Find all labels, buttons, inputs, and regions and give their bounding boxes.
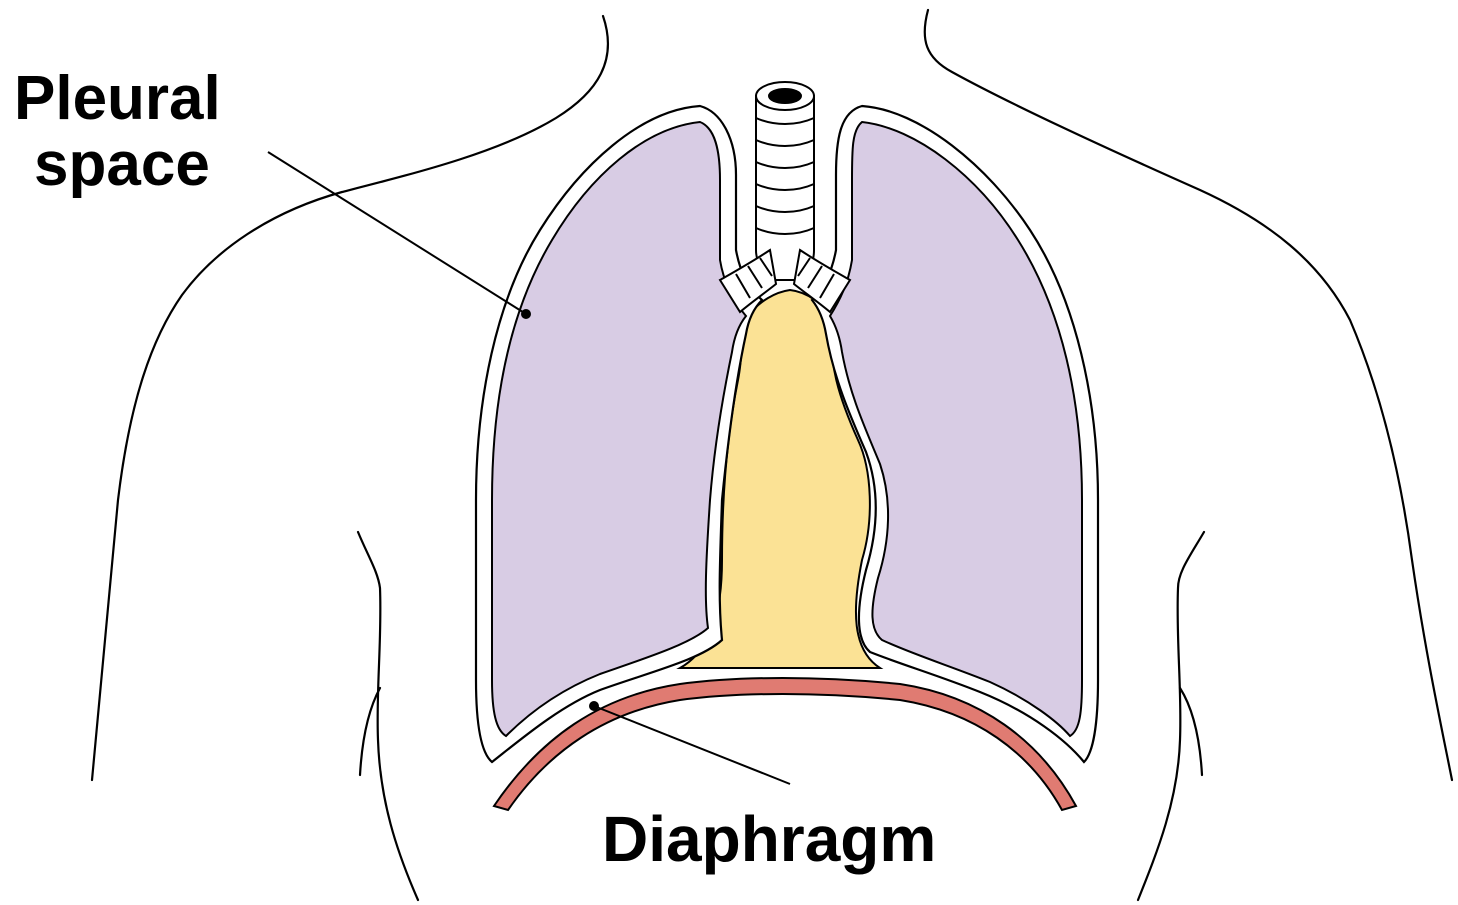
diaphragm-pointer-dot [590, 702, 598, 710]
right-arm-inner-outline [1180, 688, 1202, 775]
pleural-space-label-line2: space [34, 132, 221, 198]
pleural-space-label-line1: Pleural [14, 66, 221, 132]
right-armpit-outline [1138, 532, 1204, 900]
pleural-space-pointer-dot [522, 310, 530, 318]
pleural-space-leader-line [268, 152, 526, 314]
trachea [756, 82, 814, 280]
diaphragm-leader-line [594, 706, 790, 784]
trachea-lumen [769, 89, 801, 103]
diaphragm-label: Diaphragm [602, 806, 936, 874]
left-armpit-outline [358, 532, 418, 900]
pleural-space-label: Pleural space [14, 66, 221, 197]
